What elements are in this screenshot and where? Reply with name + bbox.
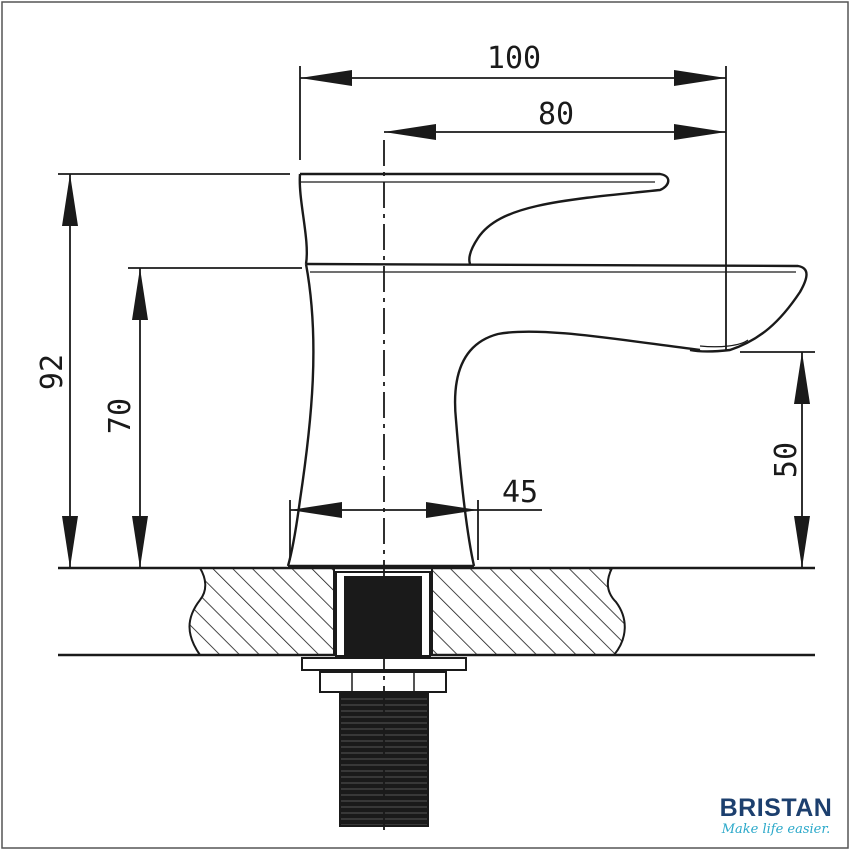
dimension-base-diameter: [289, 500, 542, 560]
arrow-50-bottom: [794, 516, 810, 568]
dimension-label-70: 70: [103, 398, 138, 434]
dimension-label-45: 45: [502, 475, 538, 510]
arrow-45-right: [426, 502, 478, 518]
arrow-70-bottom: [132, 516, 148, 568]
countertop-section: [58, 566, 815, 657]
brand-name: BRISTAN: [719, 794, 833, 822]
arrow-92-bottom: [62, 516, 78, 568]
shank-core: [344, 576, 422, 656]
brand-logo: BRISTAN Make life easier.: [716, 796, 836, 837]
dimension-overall-height: [58, 173, 290, 568]
spout-underside: [453, 330, 701, 567]
back-nut: [319, 671, 447, 693]
arrow-100-left: [300, 70, 352, 86]
lever-handle-top: [300, 172, 670, 265]
dimension-label-80: 80: [538, 97, 574, 132]
body-back-profile: [286, 263, 315, 567]
arrow-80-right: [674, 124, 726, 140]
tap-body: [286, 172, 808, 568]
dimension-label-100: 100: [487, 41, 541, 76]
brand-tagline: Make life easier.: [721, 822, 831, 837]
arrow-100-right: [674, 70, 726, 86]
lever-handle-back: [298, 173, 308, 265]
dimension-label-92: 92: [35, 354, 70, 390]
arrow-70-top: [132, 268, 148, 320]
arrow-80-left: [384, 124, 436, 140]
spout-outlet-lip: [699, 339, 749, 348]
dimension-spout-height: [740, 351, 815, 568]
arrow-45-left: [290, 502, 342, 518]
countertop-hatch-right: [431, 567, 626, 656]
arrow-92-top: [62, 174, 78, 226]
countertop-hatch-left: [188, 567, 335, 656]
dimension-label-50: 50: [769, 442, 804, 478]
arrow-50-top: [794, 352, 810, 404]
dimension-overall-width: [299, 66, 727, 350]
dimension-spout-reach: [384, 124, 726, 140]
dimension-body-height: [128, 267, 302, 568]
spout-top: [305, 262, 808, 353]
